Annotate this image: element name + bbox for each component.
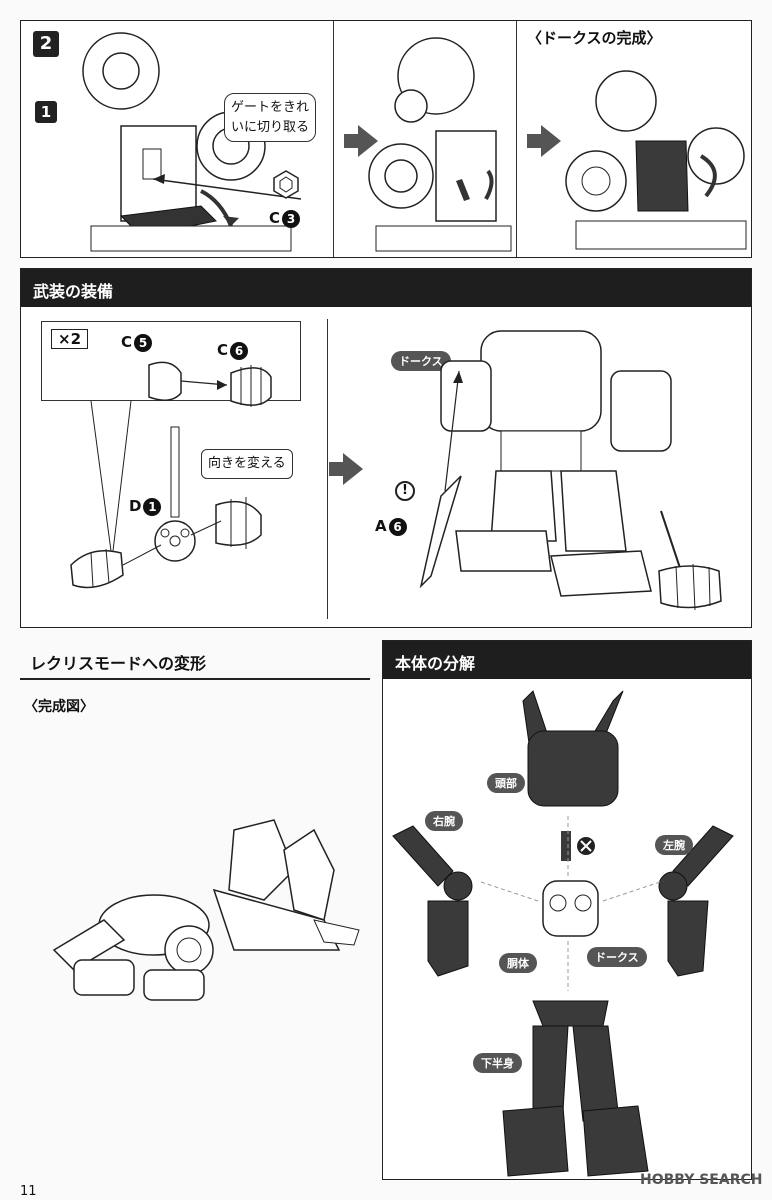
weapons-header: 武装の装備: [21, 269, 751, 307]
callout-lines: [90, 400, 132, 552]
watermark-logo: HOBBY SEARCH: [640, 1172, 763, 1188]
transform-panel: レクリスモードへの変形 〈完成図〉: [20, 640, 370, 1180]
beast-mode-illustration: [52, 819, 360, 1001]
part-letter: D: [129, 497, 142, 515]
robot-torso-illustration-2: [368, 37, 512, 252]
label-head: 頭部: [487, 773, 525, 793]
next-arrow-1: [344, 125, 378, 157]
part-letter: C: [269, 209, 281, 227]
disassembly-header: 本体の分解: [383, 641, 751, 679]
sub-step-badge: 1: [35, 101, 57, 123]
part-letter: C: [217, 341, 229, 359]
dorks-label: ドークス: [391, 351, 451, 371]
gate-cut-note-line2: いに切り取る: [231, 119, 310, 135]
part-letter: C: [121, 333, 133, 351]
complete-label: 〈完成図〉: [24, 699, 94, 715]
orient-note: 向きを変える: [201, 449, 293, 479]
part-letter: A: [375, 517, 387, 535]
disassembly-panel: 本体の分解 頭部 右腕 左腕 胴体 ドークス 下半: [382, 640, 752, 1180]
next-arrow-3: [329, 453, 363, 485]
robot-torso-illustration-3: [565, 70, 747, 250]
exploded-diagram: [392, 690, 734, 1177]
label-dorks: ドークス: [587, 947, 647, 967]
hammer-assembly: [70, 426, 262, 589]
part-number-circle: 5: [134, 333, 153, 352]
label-right-arm: 右腕: [425, 811, 463, 831]
label-torso: 胴体: [499, 953, 537, 973]
next-arrow-2: [527, 125, 561, 157]
part-number-circle: 6: [388, 517, 407, 536]
step-number-badge: 2: [33, 31, 59, 57]
label-lower-body: 下半身: [473, 1053, 522, 1073]
gate-cut-note-line1: ゲートをきれ: [231, 100, 310, 115]
robot-full-illustration: [419, 330, 722, 611]
multiplier-box: ×2: [51, 329, 89, 349]
transform-title: レクリスモードへの変形: [30, 654, 207, 673]
panel-divider: [327, 319, 328, 619]
part-number-circle: 3: [282, 209, 301, 228]
completion-title: 〈ドークスの完成〉: [527, 29, 662, 47]
robot-torso-illustration-1: [82, 32, 302, 252]
panel-divider: [333, 21, 334, 257]
transform-title-underline: [20, 678, 370, 680]
gate-cut-note: ゲートをきれ いに切り取る: [224, 93, 316, 142]
panel-divider: [516, 21, 517, 257]
page-number: 11: [20, 1184, 37, 1199]
small-part-c3: [273, 170, 299, 199]
part-number-circle: 1: [143, 497, 162, 516]
part-number-circle: 6: [230, 341, 249, 360]
label-left-arm: 左腕: [655, 835, 693, 855]
caution-icon: !: [395, 481, 415, 501]
hammer-head-parts: [148, 361, 272, 407]
